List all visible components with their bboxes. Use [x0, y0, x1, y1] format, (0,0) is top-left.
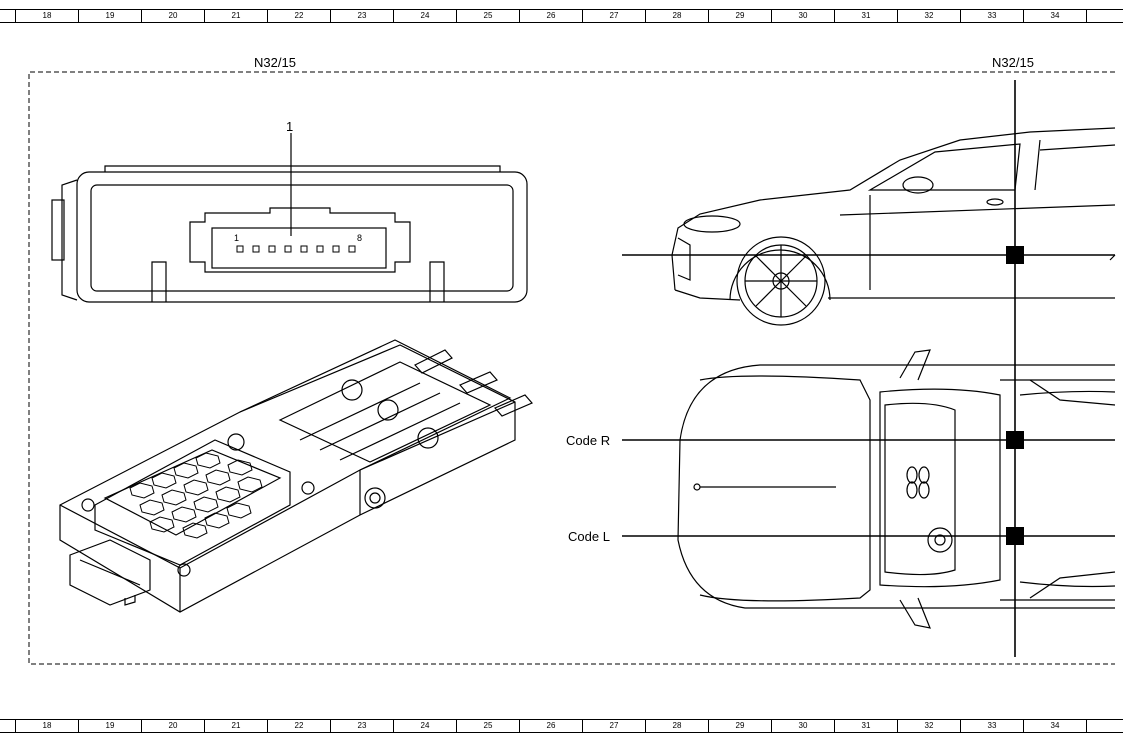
ruler-cell: 20	[142, 720, 205, 732]
column-ruler-bottom: 18 19 20 21 22 23 24 25 26 27 28 29 30 3…	[0, 719, 1123, 733]
control-unit-isometric-view	[59, 339, 533, 613]
code-l-label: Code L	[568, 529, 610, 544]
ruler-cell: 24	[394, 10, 457, 22]
hexagon-mesh	[129, 452, 263, 539]
ruler-cell: 24	[394, 720, 457, 732]
component-boundary	[28, 71, 1115, 665]
ruler-cell: 34	[1024, 10, 1087, 22]
location-marker-side	[1006, 246, 1024, 264]
component-label-right: N32/15	[992, 55, 1034, 70]
ruler-cell: 34	[1024, 720, 1087, 732]
ruler-cell: 21	[205, 720, 268, 732]
ruler-cell: 26	[520, 10, 583, 22]
ruler-cell: 31	[835, 720, 898, 732]
ruler-lead	[0, 720, 16, 732]
ruler-cell: 27	[583, 720, 646, 732]
ruler-cell: 27	[583, 10, 646, 22]
location-lines	[622, 80, 1115, 657]
ruler-cell: 23	[331, 10, 394, 22]
ruler-cell: 23	[331, 720, 394, 732]
ruler-cell: 26	[520, 720, 583, 732]
ruler-cell: 30	[772, 10, 835, 22]
ruler-cell: 33	[961, 720, 1024, 732]
ruler-cell: 19	[79, 10, 142, 22]
ruler-cell: 31	[835, 10, 898, 22]
ruler-cell: 20	[142, 10, 205, 22]
ruler-cell: 28	[646, 720, 709, 732]
ruler-cell: 18	[16, 10, 79, 22]
ruler-cell: 28	[646, 10, 709, 22]
ruler-cell: 29	[709, 10, 772, 22]
ruler-cell: 29	[709, 720, 772, 732]
callout-number: 1	[286, 119, 294, 134]
ruler-cell: 33	[961, 10, 1024, 22]
control-unit-top-view	[51, 133, 528, 303]
column-ruler-top: 18 19 20 21 22 23 24 25 26 27 28 29 30 3…	[0, 9, 1123, 23]
pin-label-first: 1	[234, 233, 240, 243]
ruler-cell: 21	[205, 10, 268, 22]
location-marker-code-r	[1006, 431, 1024, 449]
ruler-cell: 22	[268, 10, 331, 22]
ruler-cell: 32	[898, 720, 961, 732]
ruler-cell: 22	[268, 720, 331, 732]
ruler-cell: 32	[898, 10, 961, 22]
ruler-cell: 25	[457, 720, 520, 732]
pin-label-last: 8	[357, 233, 363, 243]
code-r-label: Code R	[566, 433, 611, 448]
ruler-lead	[0, 10, 16, 22]
connector-pins	[236, 245, 356, 253]
ruler-cell: 18	[16, 720, 79, 732]
ruler-cell: 25	[457, 10, 520, 22]
ruler-cell: 19	[79, 720, 142, 732]
car-side-view	[671, 127, 1116, 326]
location-marker-code-l	[1006, 527, 1024, 545]
ruler-cell: 30	[772, 720, 835, 732]
car-top-view	[677, 349, 1116, 629]
component-label-left: N32/15	[254, 55, 296, 70]
